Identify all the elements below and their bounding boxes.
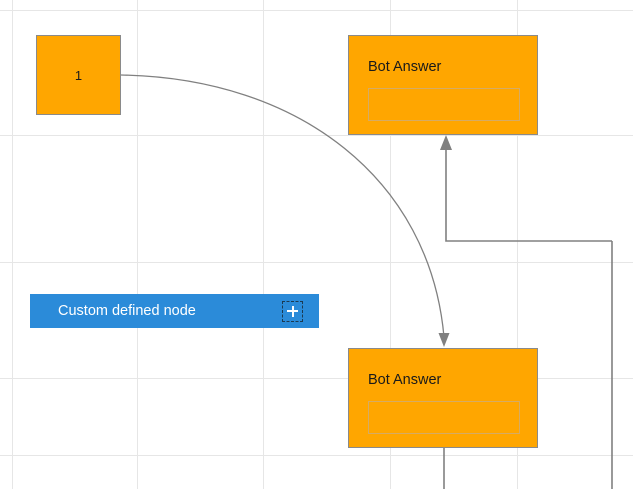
bot-answer-title: Bot Answer: [368, 372, 442, 388]
custom-defined-node-item[interactable]: Custom defined node: [30, 294, 319, 328]
bot-answer-content-slot[interactable]: [368, 88, 520, 121]
bot-answer-title: Bot Answer: [368, 59, 442, 75]
bot-answer-node-bottom[interactable]: Bot Answer: [348, 348, 538, 448]
edge-start-to-bot-answer-bottom[interactable]: [120, 74, 450, 347]
arrowhead-down-icon: [438, 333, 450, 347]
arrowhead-up-icon: [440, 135, 452, 150]
start-node-label: 1: [74, 67, 83, 83]
edge-bot-answer-bottom-to-top[interactable]: [440, 135, 613, 489]
start-node[interactable]: 1: [36, 35, 121, 115]
bot-answer-content-slot[interactable]: [368, 401, 520, 434]
custom-defined-node-label: Custom defined node: [58, 302, 196, 319]
plus-icon[interactable]: [282, 300, 303, 322]
bot-answer-node-top[interactable]: Bot Answer: [348, 35, 538, 135]
